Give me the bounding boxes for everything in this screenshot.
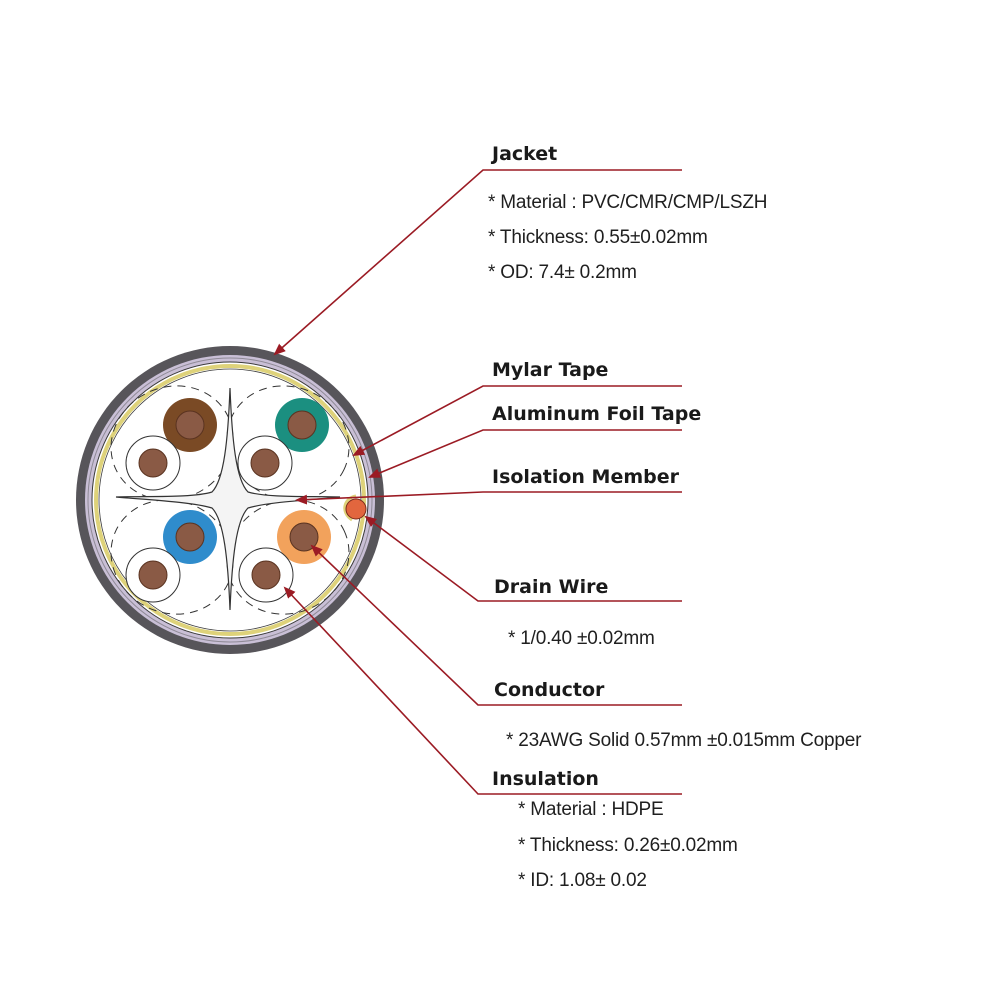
wire-green-white-conductor <box>250 448 280 478</box>
jacket-title: Jacket <box>492 143 558 165</box>
insulation-title: Insulation <box>492 768 599 790</box>
wire-brown-conductor <box>175 410 205 440</box>
wire-orange-white-conductor <box>251 560 281 590</box>
leader-aluminum-foil-tape <box>368 429 682 478</box>
leader-lines <box>273 169 682 795</box>
leader-insulation <box>283 586 682 795</box>
leader-mylar-tape <box>352 385 682 456</box>
isolation-member-cross <box>115 387 341 611</box>
leader-drain-wire <box>364 515 682 602</box>
wire-blue-conductor <box>175 522 205 552</box>
isolation-member <box>115 387 341 611</box>
wire-blue-white-conductor <box>138 560 168 590</box>
leader-conductor <box>310 544 682 706</box>
wire-brown-white-conductor <box>138 448 168 478</box>
drain-wire-core <box>345 498 367 520</box>
drain-wire-title: Drain Wire <box>494 576 609 598</box>
jacket-od-spec: * OD: 7.4± 0.2mm <box>488 262 637 283</box>
twisted-pairs <box>125 398 331 603</box>
aluminum-foil-tape-title: Aluminum Foil Tape <box>492 403 702 425</box>
conductor-spec: * 23AWG Solid 0.57mm ±0.015mm Copper <box>506 730 862 751</box>
conductor-title: Conductor <box>494 679 605 701</box>
leader-jacket <box>273 169 682 356</box>
isolation-member-title: Isolation Member <box>492 466 680 488</box>
jacket-thickness-spec: * Thickness: 0.55±0.02mm <box>488 227 708 248</box>
drain-wire-spec: * 1/0.40 ±0.02mm <box>508 628 655 649</box>
insulation-id-spec: * ID: 1.08± 0.02 <box>518 870 647 891</box>
wire-green-conductor <box>287 410 317 440</box>
insulation-material-spec: * Material : HDPE <box>518 799 664 820</box>
pair-brown <box>125 398 217 491</box>
insulation-thickness-spec: * Thickness: 0.26±0.02mm <box>518 835 738 856</box>
leader-isolation-member <box>295 491 682 505</box>
pair-blue <box>125 510 217 603</box>
jacket-inner-edge <box>87 357 373 643</box>
pair-green <box>237 398 329 491</box>
mylar-tape-title: Mylar Tape <box>492 359 609 381</box>
wire-orange-conductor <box>289 522 319 552</box>
jacket-material-spec: * Material : PVC/CMR/CMP/LSZH <box>488 192 768 213</box>
